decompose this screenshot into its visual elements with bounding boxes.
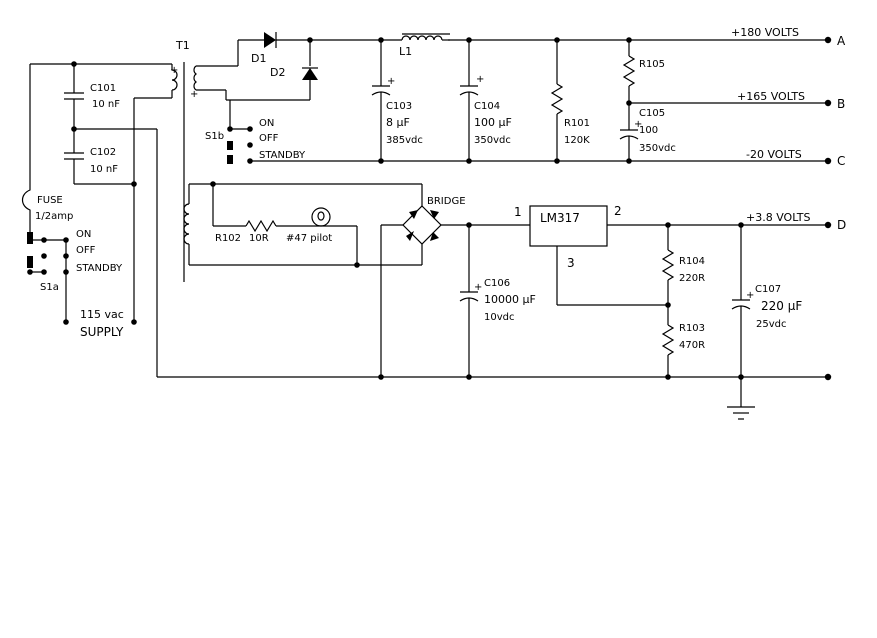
r102-ref: R102 [215,233,241,244]
capacitor-c106 [459,225,479,377]
resistor-r102 [245,219,277,233]
lm317-pin2: 2 [614,204,622,218]
r104-value: 220R [679,273,705,284]
c104-rating: 350vdc [474,135,511,146]
c101-value: 10 nF [92,99,120,110]
l1-ref: L1 [399,45,412,58]
fuse-label: FUSE [37,195,63,206]
bridge-label: BRIDGE [427,196,466,207]
t1-plus-top: + [170,65,178,76]
junction [71,61,77,67]
t1-ref: T1 [175,39,190,52]
switch-s1a [27,232,69,322]
bridge-rectifier [402,205,442,245]
supply-terminal [63,319,69,325]
terminal-ground [824,373,832,381]
c102-value: 10 nF [90,164,118,175]
capacitor-c101 [64,64,84,129]
s1b-ref: S1b [205,131,224,142]
c104-value: 100 µF [474,116,512,129]
c101-ref: C101 [90,83,116,94]
capacitor-c102 [64,129,84,184]
pilot-lamp-icon [311,207,331,227]
switch-s1b [227,126,253,164]
s1a-standby: STANDBY [76,263,123,274]
d2-ref: D2 [270,66,285,79]
t1-plus-bottom: + [190,89,198,100]
output-voltage-c: -20 VOLTS [746,148,802,161]
capacitor-c104 [459,40,479,161]
s1a-ref: S1a [40,282,59,293]
supply-terminal [131,319,137,325]
c107-ref: C107 [755,284,781,295]
r104-ref: R104 [679,256,705,267]
r103-value: 470R [679,340,705,351]
fuse-rating: 1/2amp [35,211,73,222]
c104-plus: + [476,74,484,85]
resistor-r103 [661,305,675,377]
c104-ref: C104 [474,101,500,112]
c105-ref: C105 [639,108,665,119]
terminal-d-label: D [837,218,846,232]
c103-ref: C103 [386,101,412,112]
terminal-a-label: A [837,34,846,48]
regulator-lm317 [529,205,608,247]
c103-value: 8 µF [386,116,410,129]
supply-label: SUPPLY [80,325,124,339]
terminal-c [824,157,832,165]
r102-value: 10R [249,233,269,244]
fuse [21,64,31,232]
output-voltage-a: +180 VOLTS [731,26,799,39]
lm317-label: LM317 [540,211,580,225]
c107-value: 220 µF [761,299,802,313]
c106-value: 10000 µF [484,293,536,306]
r101-ref: R101 [564,118,590,129]
pilot-label: #47 pilot [286,233,332,244]
c105-plus: + [634,119,642,130]
c106-plus: + [474,282,482,293]
d1-ref: D1 [251,52,266,65]
lm317-pin1: 1 [514,205,522,219]
output-voltage-d: +3.8 VOLTS [746,211,811,224]
c106-rating: 10vdc [484,312,515,323]
diode-d1 [264,32,277,48]
r101-value: 120K [564,135,590,146]
c105-rating: 350vdc [639,143,676,154]
supply-voltage: 115 vac [80,308,124,321]
terminal-c-label: C [837,154,845,168]
resistor-r105 [622,40,636,103]
ground-icon [727,406,755,420]
lm317-pin3: 3 [567,256,575,270]
capacitor-c107 [731,225,751,407]
c107-plus: + [746,290,754,301]
capacitor-c103 [371,40,391,161]
s1b-standby: STANDBY [259,150,306,161]
diode-d2 [302,67,318,80]
s1b-on: ON [259,118,274,129]
transformer-t1 [171,62,197,282]
terminal-b [824,99,832,107]
s1a-off: OFF [76,245,96,256]
c106-ref: C106 [484,278,510,289]
capacitor-c105 [619,103,639,161]
output-voltage-b: +165 VOLTS [737,90,805,103]
terminal-b-label: B [837,97,845,111]
terminal-d [824,221,832,229]
s1b-off: OFF [259,133,279,144]
inductor-l1 [401,33,450,44]
r103-ref: R103 [679,323,705,334]
resistor-r101 [550,40,564,161]
c103-rating: 385vdc [386,135,423,146]
terminal-a [824,36,832,44]
c103-plus: + [387,76,395,87]
resistor-r104 [661,225,675,305]
c102-ref: C102 [90,147,116,158]
r105-ref: R105 [639,59,665,70]
c105-value: 100 [639,125,658,136]
s1a-on: ON [76,229,91,240]
c107-rating: 25vdc [756,319,787,330]
